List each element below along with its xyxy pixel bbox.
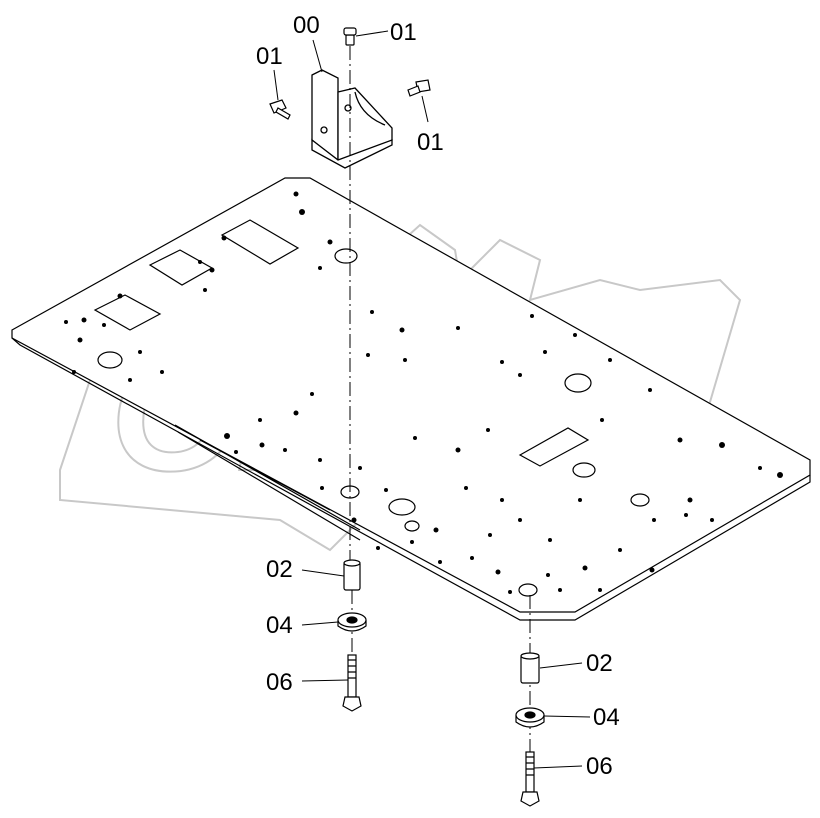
plate-edge <box>11 337 811 621</box>
leader-04-right <box>543 715 591 718</box>
hole-large <box>564 373 592 393</box>
plate-top-surface <box>11 177 811 613</box>
spacer-part-02-right <box>520 652 540 684</box>
callout-labels: 00 01 01 01 02 04 06 02 04 06 <box>256 12 620 780</box>
callout-01-left: 01 <box>256 43 283 70</box>
callout-00: 00 <box>293 12 320 39</box>
leader-01-top <box>355 30 389 37</box>
bracket-web-curve <box>354 91 386 126</box>
bracket-part-00 <box>311 69 393 169</box>
bracket-base <box>311 138 393 169</box>
hole-large <box>334 248 358 264</box>
hole-large <box>518 583 538 597</box>
callout-01-right: 01 <box>417 129 444 156</box>
leader-06-right <box>533 765 583 769</box>
hole-large <box>97 351 123 369</box>
callout-04-left: 04 <box>266 612 293 639</box>
callout-02-left: 02 <box>266 556 293 583</box>
bolt-part-01-right <box>407 79 431 97</box>
bolt-part-01-top <box>343 27 357 46</box>
hole-large <box>630 493 650 507</box>
hole-large <box>388 498 416 516</box>
leader-02-right <box>539 662 583 669</box>
bolt-part-06-left <box>342 654 362 712</box>
leader-lines <box>273 30 591 769</box>
opening-1 <box>220 219 300 265</box>
opening-3 <box>93 294 162 331</box>
floor-plate <box>11 177 811 621</box>
bolt-part-01-left <box>269 99 291 120</box>
bracket-hole <box>320 126 328 134</box>
plate-small-holes <box>64 191 783 594</box>
hole-large <box>404 520 420 532</box>
callout-06-right: 06 <box>586 753 613 780</box>
leader-01-right <box>421 95 429 123</box>
hole-large <box>572 462 596 478</box>
leader-01-left <box>273 69 279 101</box>
spacer-part-02-left <box>343 559 361 591</box>
callout-04-right: 04 <box>593 704 620 731</box>
leader-00 <box>312 39 323 73</box>
leader-02-left <box>301 569 345 577</box>
leader-04-left <box>301 621 339 626</box>
bolt-part-06-right <box>520 751 540 807</box>
callout-01-top: 01 <box>390 19 417 46</box>
callout-06-left: 06 <box>266 669 293 696</box>
plate-lower-rail <box>174 424 361 541</box>
callout-02-right: 02 <box>586 650 613 677</box>
leader-06-left <box>301 679 349 682</box>
slot-opening <box>518 427 590 467</box>
washer-part-04-left <box>337 612 367 632</box>
washer-part-04-right <box>515 707 545 728</box>
